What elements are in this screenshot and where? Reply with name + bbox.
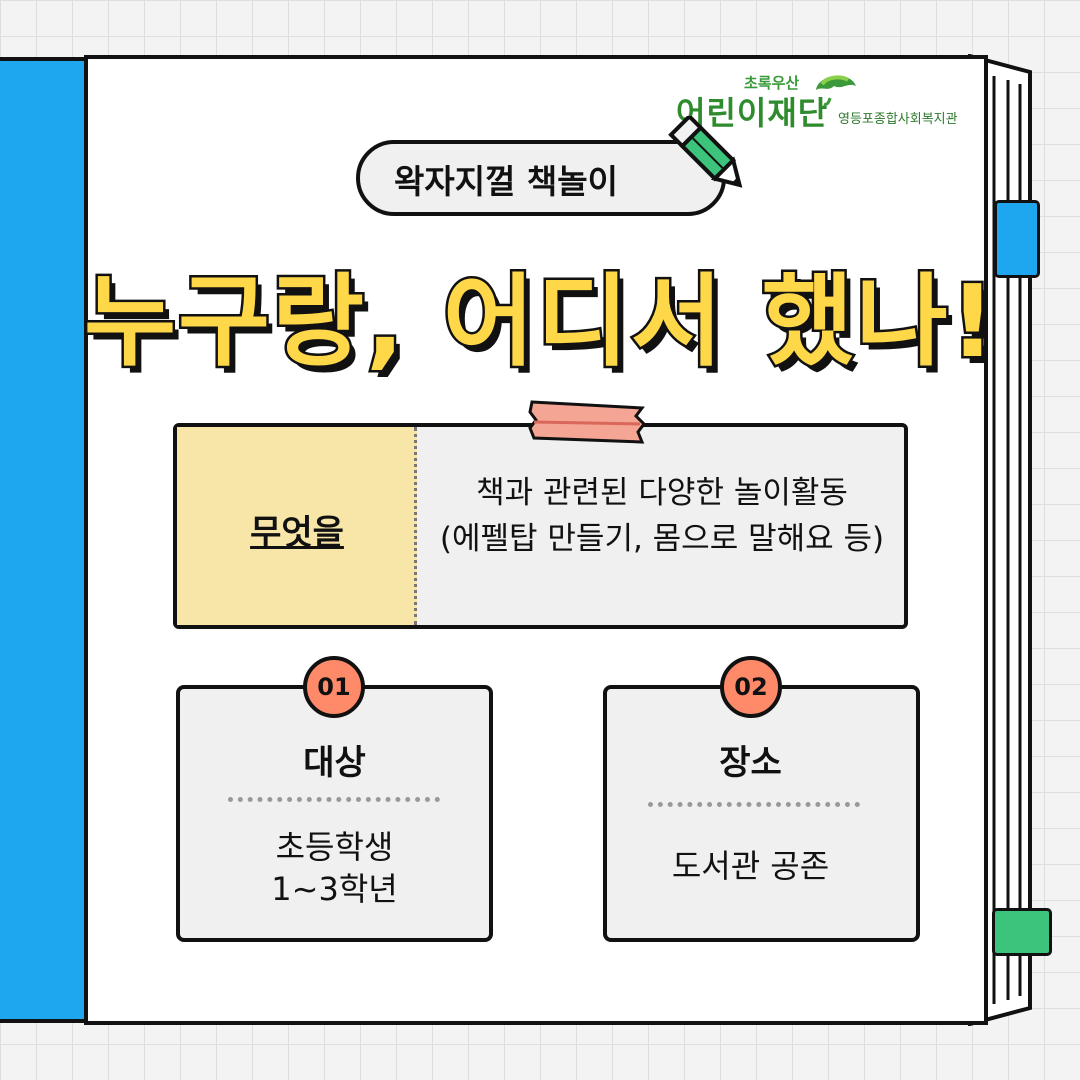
card-target-body: 초등학생 1~3학년 — [271, 828, 398, 908]
card-target-divider — [228, 797, 440, 802]
tape-icon — [528, 400, 646, 444]
umbrella-leaf-icon — [816, 75, 856, 106]
card-place-number: 02 — [720, 656, 782, 718]
bookmark-tab-green — [992, 908, 1052, 956]
card-target — [176, 685, 493, 942]
what-line-2: (에펠탑 만들기, 몸으로 말해요 등) — [439, 521, 885, 557]
card-place-title: 장소 — [719, 743, 782, 783]
program-name: 왁자지껄 책놀이 — [393, 162, 618, 201]
headline: 누구랑, 어디서 했나! — [82, 261, 998, 383]
card-place — [603, 685, 920, 942]
logo-branch: 영등포종합사회복지관 — [838, 112, 958, 127]
what-label: 무엇을 — [250, 513, 344, 553]
card-target-title: 대상 — [303, 743, 366, 783]
card-place-divider — [648, 802, 860, 807]
what-line-1: 책과 관련된 다양한 놀이활동 — [476, 475, 848, 511]
card-place-body: 도서관 공존 — [671, 847, 830, 885]
what-label-panel — [177, 427, 417, 625]
logo-org-small: 초록우산 — [744, 74, 800, 92]
what-description: 책과 관련된 다양한 놀이활동 (에펠탑 만들기, 몸으로 말해요 등) — [418, 470, 906, 562]
pencil-icon — [668, 116, 743, 188]
bookmark-tab-blue — [994, 200, 1040, 278]
notebook-spine — [0, 57, 86, 1023]
card-target-number: 01 — [303, 656, 365, 718]
